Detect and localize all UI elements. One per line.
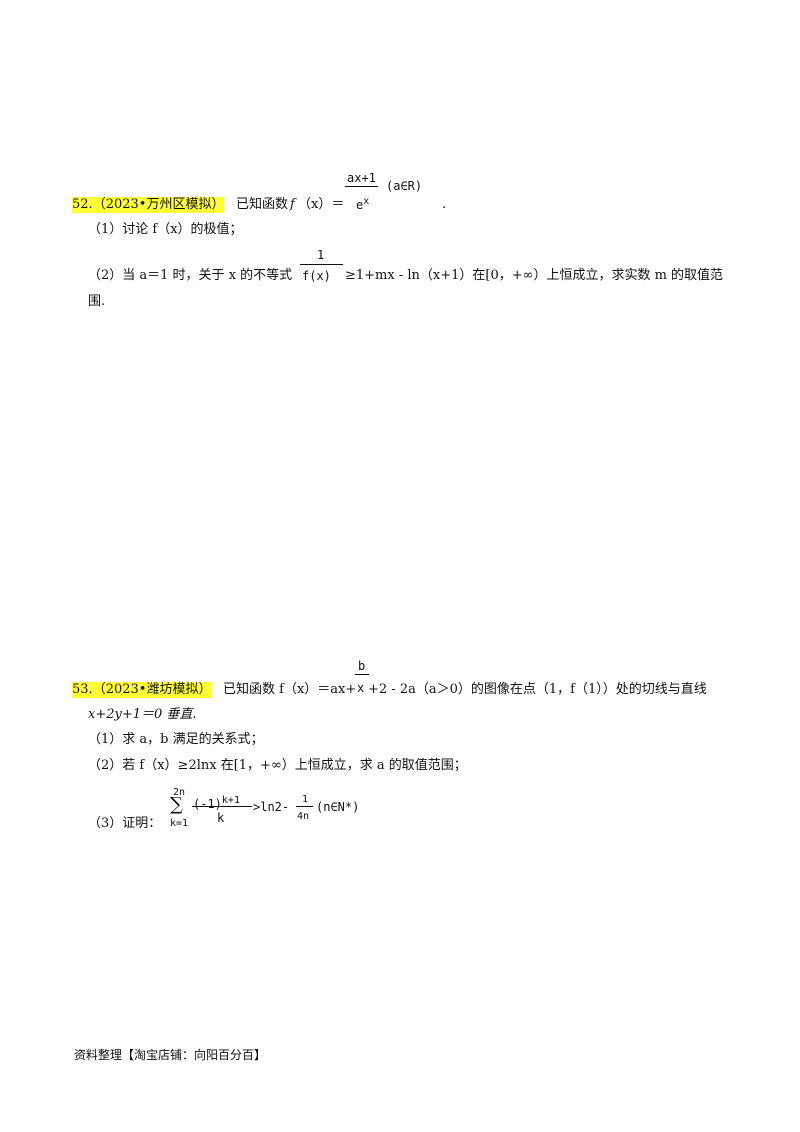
fraction-bar: [296, 806, 313, 807]
part-2-continued: 围.: [88, 294, 106, 309]
part-2-prefix: （2）当 a＝1 时，关于 x 的不等式: [88, 268, 293, 283]
sum-upper: 2n: [173, 787, 186, 798]
function-name: f: [290, 197, 295, 212]
source-tag: （2023•潍坊模拟）: [92, 682, 212, 697]
number: 52.: [72, 197, 93, 212]
problem-number: 53.（2023•潍坊模拟）: [72, 682, 212, 698]
sum-symbol: ∑: [170, 794, 183, 815]
fraction-denominator: f(x): [302, 269, 331, 283]
fraction-bar: [192, 806, 252, 807]
number: 53.: [72, 682, 93, 697]
fraction-bar: [345, 186, 378, 187]
part-1: （1）讨论 f（x）的极值；: [88, 222, 243, 237]
function-arg: （x）＝: [298, 197, 345, 212]
part-2-suffix: ≥1+mx - ln（x+1）在[0，+∞）上恒成立，求实数 m 的取值范: [345, 268, 724, 283]
source-tag: （2023•万州区模拟）: [92, 197, 225, 212]
intro-rest: +2 - 2a（a＞0）的图像在点（1，f（1））处的切线与直线: [368, 682, 707, 697]
part-2: （2）若 f（x）≥2lnx 在[1，+∞）上恒成立，求 a 的取值范围；: [88, 758, 467, 773]
line-2: x+2y+1＝0 垂直.: [88, 707, 197, 722]
intro-text: 已知函数: [236, 197, 289, 212]
fraction-bar: [355, 674, 369, 675]
rhs-fraction-denominator: 4n: [297, 811, 310, 822]
rhs: >ln2-: [253, 800, 290, 814]
fraction-numerator: ax+1: [347, 171, 376, 185]
footer-text: 资料整理【淘宝店铺：向阳百分百】: [74, 1048, 267, 1062]
problem-number: 52.（2023•万州区模拟）: [72, 197, 225, 213]
fraction-denominator: ex: [356, 196, 370, 212]
part-1: （1）求 a，b 满足的关系式；: [88, 732, 264, 747]
domain: (a∈R): [386, 179, 423, 193]
fraction-numerator: 1: [317, 248, 325, 262]
fraction-numerator: b: [358, 659, 366, 673]
fraction-denominator: x: [357, 681, 365, 695]
sum-fraction-denominator: k: [217, 811, 225, 825]
period: .: [442, 197, 447, 212]
part-3-label: （3）证明：: [88, 816, 162, 831]
rhs-fraction-numerator: 1: [302, 794, 309, 805]
sum-fraction-numerator: (-1)k+1: [193, 795, 240, 811]
fraction-bar: [300, 264, 343, 265]
sum-lower: k=1: [170, 818, 189, 829]
intro-text: 已知函数 f（x）＝ax+: [223, 682, 357, 697]
rhs-domain: (n∈N*): [316, 800, 360, 814]
